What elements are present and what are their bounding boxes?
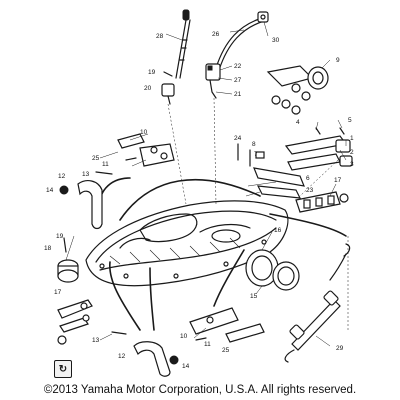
rubber-cap — [57, 237, 79, 283]
callout-14-upper: 14 — [46, 187, 54, 194]
dashed-guides — [167, 97, 349, 330]
hinge-plate-right — [295, 191, 349, 213]
antenna-pole — [175, 9, 191, 79]
callout-13-upper: 13 — [82, 171, 90, 178]
hinge-plate-lower — [57, 299, 93, 345]
wiring-harness — [98, 177, 347, 331]
handle-grip-lower — [189, 307, 265, 343]
nut-fastener-14-upper — [59, 185, 69, 195]
callout-20: 20 — [144, 85, 152, 92]
handlebar-cable — [215, 11, 269, 71]
callout-6: 6 — [306, 175, 310, 182]
callout-10-upper: 10 — [140, 129, 148, 136]
callout-13-lower: 13 — [92, 337, 100, 344]
callout-18: 18 — [44, 245, 52, 252]
gauge-assembly — [266, 65, 329, 115]
callout-9: 9 — [336, 57, 340, 64]
grab-handle-upper — [77, 171, 113, 230]
callout-2: 2 — [350, 149, 354, 156]
callout-12-upper: 12 — [58, 173, 66, 180]
callout-23: 23 — [306, 187, 314, 194]
callout-10-lower: 10 — [180, 333, 188, 340]
callout-28: 28 — [156, 33, 164, 40]
callout-7: 7 — [254, 151, 258, 158]
nut-fastener-14-lower — [169, 355, 179, 365]
return-arrow-icon: ↻ — [54, 360, 72, 378]
bolt-and-fitting — [161, 71, 175, 105]
callout-25-upper: 25 — [92, 155, 100, 162]
callout-25-lower: 25 — [222, 347, 230, 354]
copyright-notice: ©2013 Yamaha Motor Corporation, U.S.A. A… — [43, 384, 357, 396]
center-bracket-cluster — [237, 143, 305, 199]
callout-5: 5 — [348, 117, 352, 124]
callout-30: 30 — [272, 37, 280, 44]
callout-17-lower: 17 — [54, 289, 62, 296]
callout-22: 22 — [234, 63, 242, 70]
callout-3: 3 — [350, 161, 354, 168]
callout-14-lower: 14 — [182, 363, 190, 370]
callout-labels: 28 19 20 26 30 22 27 21 9 10 25 11 4 5 2… — [44, 31, 354, 370]
inspection-cover — [245, 249, 300, 291]
callout-19-left: 19 — [56, 233, 64, 240]
callout-leaders — [65, 21, 347, 347]
callout-1: 1 — [350, 135, 354, 142]
grab-handle-lower — [111, 331, 171, 377]
rail-plates-right — [284, 127, 353, 171]
callout-26: 26 — [212, 31, 220, 38]
switch-assembly — [205, 63, 233, 99]
hull-body — [85, 200, 289, 287]
callout-24: 24 — [234, 135, 242, 142]
callout-12-lower: 12 — [118, 353, 126, 360]
callout-8: 8 — [252, 141, 256, 148]
tie-down-strap — [284, 243, 351, 363]
handle-grip-upper — [117, 133, 175, 167]
callout-15: 15 — [250, 293, 258, 300]
callout-16: 16 — [274, 227, 282, 234]
callout-11-upper: 11 — [102, 161, 109, 168]
callout-17-right: 17 — [334, 177, 342, 184]
callout-29: 29 — [336, 345, 344, 352]
callout-4: 4 — [296, 119, 300, 126]
callout-11-lower: 11 — [204, 341, 211, 348]
callout-21: 21 — [234, 91, 242, 98]
callout-27: 27 — [234, 77, 242, 84]
callout-19: 19 — [148, 69, 156, 76]
